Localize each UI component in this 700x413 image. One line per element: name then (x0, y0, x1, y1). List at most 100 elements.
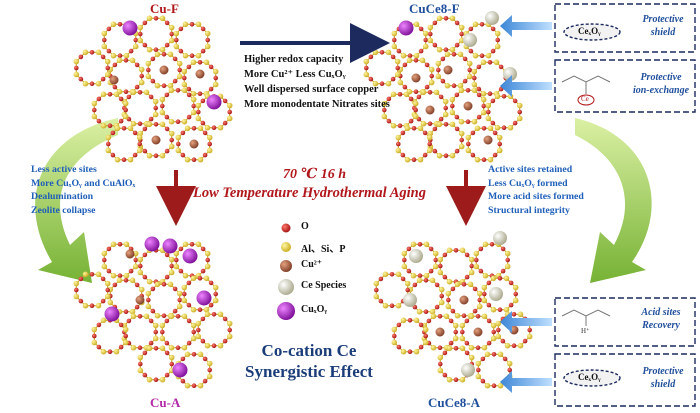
oxygen-atom (78, 54, 84, 60)
oxygen-atom (486, 280, 492, 286)
t-atom (122, 339, 129, 346)
t-atom (168, 344, 175, 351)
t-atom (403, 91, 410, 98)
t-atom (482, 241, 489, 248)
oxygen-atom (443, 105, 449, 111)
framework-cu-f (73, 15, 233, 163)
oxygen-atom (191, 125, 197, 131)
oxygen-atom (401, 257, 407, 263)
oxygen-atom (123, 89, 129, 95)
t-atom (395, 147, 402, 154)
t-atom (138, 286, 145, 293)
oxygen-atom (490, 26, 496, 32)
t-atom (168, 269, 175, 276)
cuxoy-cluster (398, 20, 414, 36)
ce-species (503, 67, 517, 81)
top-improvement-list: Higher redox capacity More Cu²⁺ Less Cuₓ… (244, 52, 390, 112)
oxygen-atom (211, 311, 217, 317)
t-atom (468, 256, 475, 263)
oxygen-atom (200, 26, 206, 32)
t-atom (123, 272, 130, 279)
legend-label-ce: Ce Species (301, 280, 347, 291)
t-atom (204, 250, 211, 257)
cuxoy-cluster (104, 306, 120, 322)
t-atom (91, 339, 98, 346)
t-atom (404, 125, 411, 132)
t-atom (436, 15, 443, 22)
oxygen-atom (164, 42, 170, 48)
copper-ion (483, 135, 493, 145)
oxygen-atom (453, 329, 459, 335)
t-atom (466, 60, 473, 67)
ce-species (493, 231, 507, 245)
oxygen-atom (378, 298, 384, 304)
oxygen-atom (100, 298, 106, 304)
oxygen-atom (465, 87, 471, 93)
t-atom (159, 15, 166, 22)
t-atom (417, 156, 424, 163)
oxygen-atom (470, 152, 476, 158)
oxygen-atom (451, 83, 457, 89)
t-atom (122, 100, 129, 107)
oxygen-atom (397, 123, 403, 129)
t-atom (100, 348, 107, 355)
t-atom (168, 256, 175, 263)
oxygen-atom (428, 268, 434, 274)
t-atom (146, 15, 153, 22)
oxygen-atom (189, 21, 195, 27)
oxygen-atom (497, 307, 503, 313)
t-atom (203, 275, 210, 282)
t-atom (100, 91, 107, 98)
t-atom (204, 263, 211, 270)
t-atom (497, 382, 504, 389)
oxygen-atom (433, 257, 439, 263)
oxygen-atom (396, 344, 402, 350)
t-atom (420, 120, 427, 127)
oxygen-atom (145, 297, 151, 303)
oxygen-atom (406, 268, 412, 274)
oxygen-atom (411, 157, 417, 163)
oxygen-atom (522, 338, 528, 344)
t-atom (104, 58, 111, 65)
t-atom (449, 46, 456, 53)
copper-ion (189, 139, 199, 149)
t-atom (116, 57, 123, 64)
t-atom (212, 68, 219, 75)
oxygen-atom (443, 47, 449, 53)
t-atom (468, 269, 475, 276)
oxygen-atom (423, 333, 429, 339)
t-atom (465, 147, 472, 154)
oxygen-atom (396, 322, 402, 328)
oxygen-atom (175, 313, 181, 319)
oxygen-atom (464, 318, 470, 324)
t-atom (413, 348, 420, 355)
legend-label-cu: Cu²⁺ (301, 259, 323, 270)
t-atom (206, 373, 213, 380)
oxygen-atom (208, 86, 214, 92)
oxygen-atom (479, 53, 485, 59)
oxygen-atom (89, 81, 95, 87)
oxygen-atom (450, 308, 456, 314)
oxygen-atom (475, 345, 481, 351)
t-atom (181, 313, 188, 320)
oxygen-atom (186, 86, 192, 92)
oxygen-atom (513, 291, 519, 297)
t-atom (458, 118, 465, 125)
t-atom (197, 382, 204, 389)
t-atom (394, 71, 401, 78)
t-atom (503, 275, 510, 282)
oxygen-atom (492, 130, 498, 136)
oxygen-atom (91, 107, 97, 113)
oxygen-atom (200, 268, 206, 274)
t-atom (430, 313, 437, 320)
t-atom (168, 37, 175, 44)
oxygen-atom (465, 119, 471, 125)
t-atom (487, 125, 494, 132)
t-atom (417, 125, 424, 132)
t-atom (195, 115, 202, 122)
oxygen-atom (145, 67, 151, 73)
t-atom (517, 342, 524, 349)
side-box-1-chip: CeₓOᵧ (578, 26, 601, 36)
oxygen-atom (501, 125, 507, 131)
